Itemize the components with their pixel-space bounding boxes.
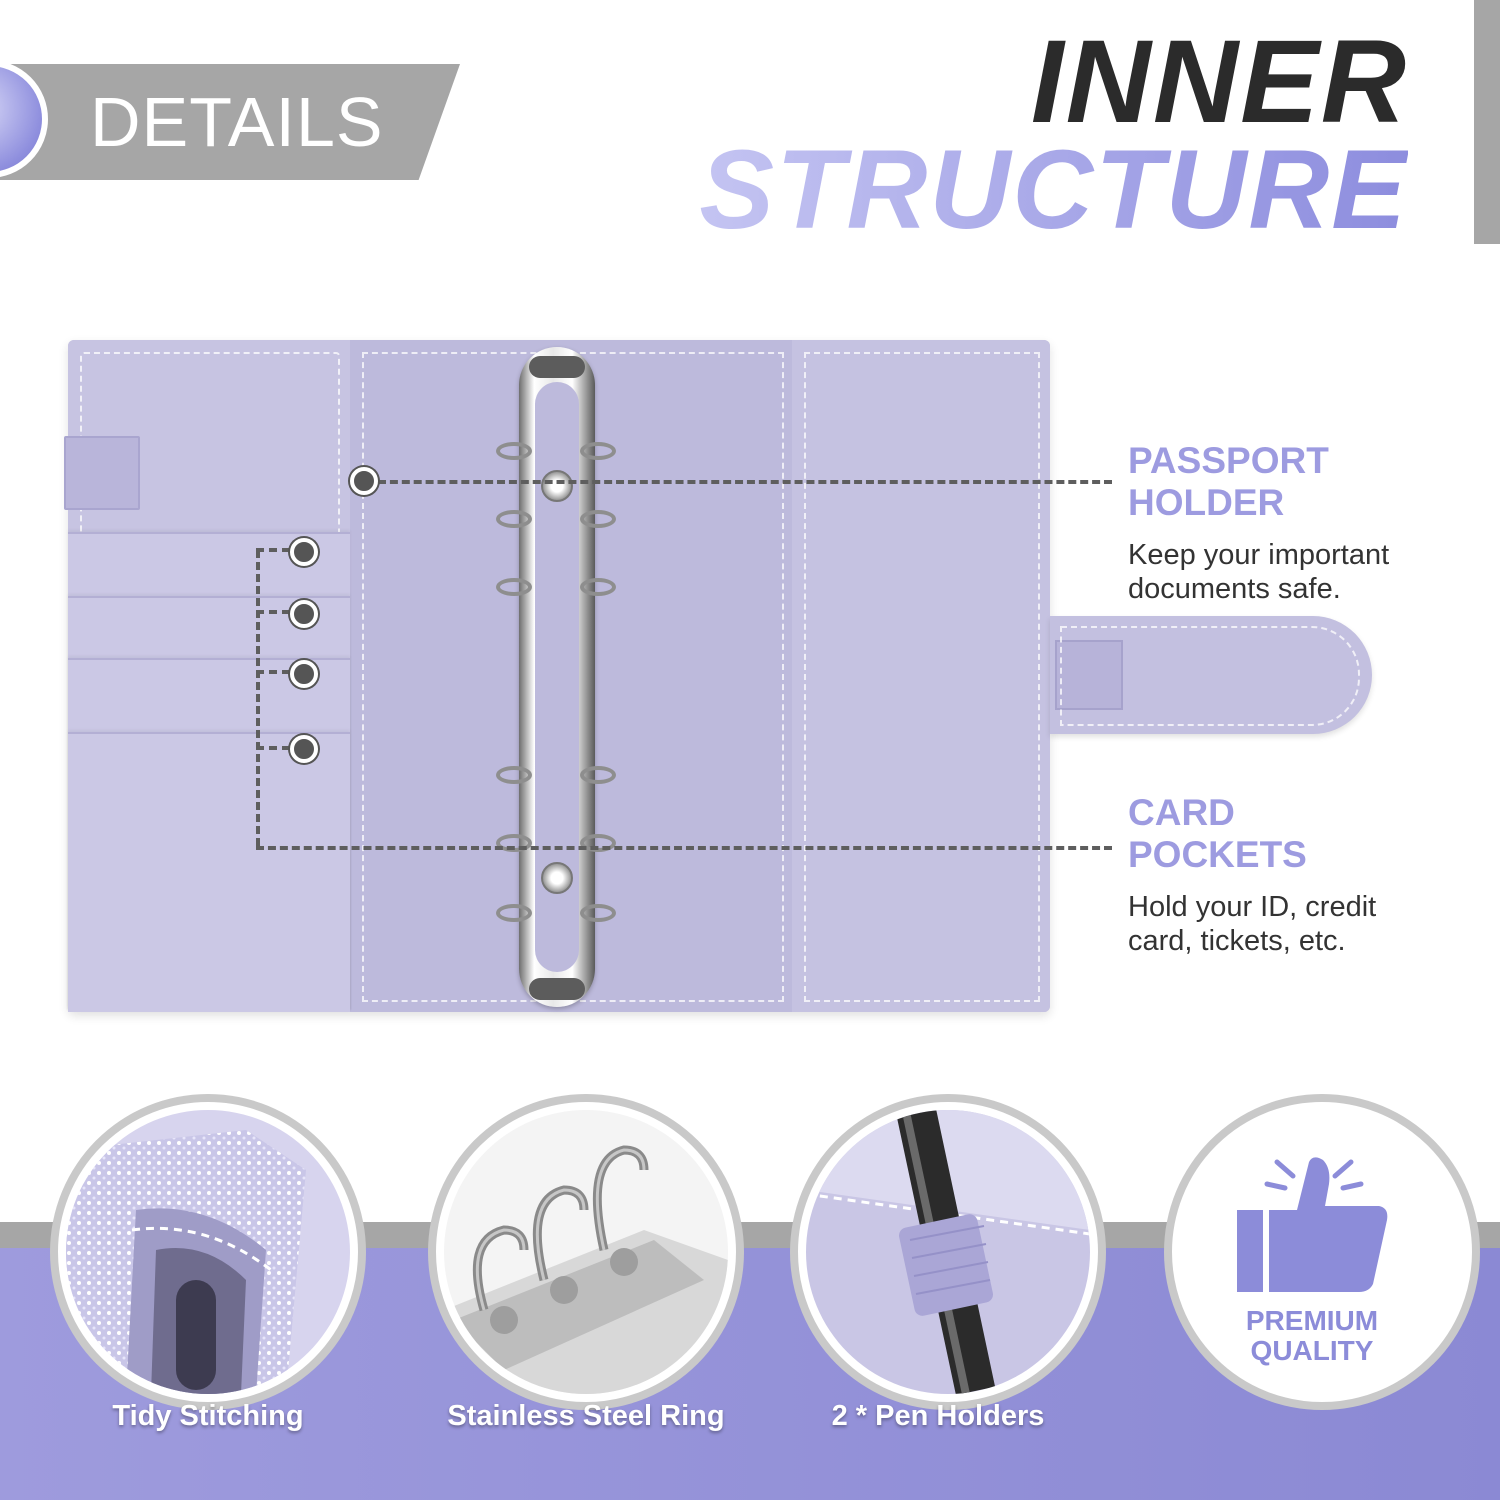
feature-label-stitching: Tidy Stitching <box>112 1400 304 1432</box>
pocket-marker-dot <box>290 735 318 763</box>
title-structure: STRUCTURE <box>699 127 1408 252</box>
pocket-connector <box>256 610 290 614</box>
passport-callout-text: Keep your important <box>1128 539 1390 571</box>
ring-icon <box>496 510 532 528</box>
ring-icon <box>580 904 616 922</box>
passport-leader-line <box>378 480 1112 484</box>
premium-label: PREMIUM <box>1245 1305 1379 1336</box>
pockets-callout-title: CARD <box>1128 792 1235 833</box>
ring-icon <box>496 766 532 784</box>
ring-icon <box>580 442 616 460</box>
pockets-leader-vertical <box>256 550 260 846</box>
title-inner: INNER <box>1030 16 1408 148</box>
ring-icon <box>496 834 532 852</box>
pockets-callout-title-2: POCKETS <box>1128 834 1307 875</box>
ring-mechanism-top-cap <box>529 356 585 378</box>
ring-icon <box>496 442 532 460</box>
ring-icon <box>580 834 616 852</box>
passport-callout-title-2: HOLDER <box>1128 482 1285 523</box>
premium-quality-label: PREMIUM QUALITY <box>1180 1306 1444 1366</box>
right-stitching <box>804 352 1040 1002</box>
pockets-callout-text-2: card, tickets, etc. <box>1128 925 1346 957</box>
stitching-closeup-icon <box>58 1102 358 1402</box>
details-badge <box>0 64 460 180</box>
binder-right-panel <box>792 340 1050 1012</box>
pocket-marker-dot <box>290 538 318 566</box>
feature-label-pen-holders: 2 * Pen Holders <box>831 1400 1045 1432</box>
feature-label-rings: Stainless Steel Ring <box>447 1400 725 1432</box>
passport-marker-dot <box>350 467 378 495</box>
pocket-connector <box>256 746 290 750</box>
pockets-callout-text: Hold your ID, credit <box>1128 891 1377 923</box>
pockets-leader-line <box>256 846 1112 850</box>
pocket-connector <box>256 548 290 552</box>
title-accent-bar <box>1474 0 1500 244</box>
pen-holder-icon <box>798 1102 1098 1402</box>
card-pocket-4 <box>68 732 350 1012</box>
quality-label: QUALITY <box>1250 1335 1374 1366</box>
ring-icon <box>580 766 616 784</box>
ring-icon <box>496 578 532 596</box>
strap-stitching <box>1060 626 1360 726</box>
pen-loop <box>64 436 140 510</box>
passport-callout-text-2: documents safe. <box>1128 573 1341 605</box>
details-badge-label: DETAILS <box>90 83 384 161</box>
rivet-icon <box>541 862 573 894</box>
ring-mechanism-bottom-cap <box>529 978 585 1000</box>
ring-icon <box>580 578 616 596</box>
rivet-icon <box>541 470 573 502</box>
pocket-marker-dot <box>290 600 318 628</box>
binder-rings-icon <box>436 1102 736 1402</box>
thumbs-up-icon <box>1237 1157 1388 1292</box>
ring-icon <box>580 510 616 528</box>
passport-callout-title: PASSPORT <box>1128 440 1329 481</box>
pocket-connector <box>256 670 290 674</box>
pocket-marker-dot <box>290 660 318 688</box>
ring-icon <box>496 904 532 922</box>
